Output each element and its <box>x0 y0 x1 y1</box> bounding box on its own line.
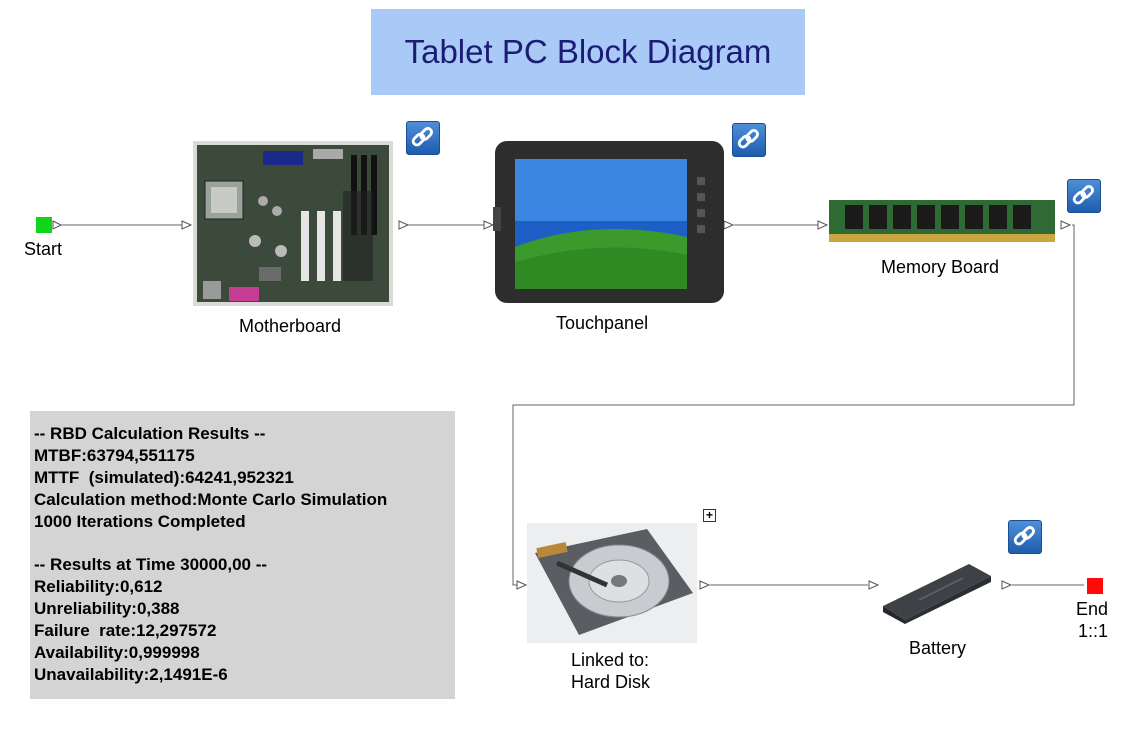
touchpanel-label: Touchpanel <box>556 313 649 333</box>
port-battery-in <box>868 580 880 590</box>
port-touchpanel-in <box>483 220 495 230</box>
link-icon[interactable] <box>1067 179 1101 213</box>
rbd-results-panel: -- RBD Calculation Results -- MTBF:63794… <box>30 411 455 699</box>
results-method: Calculation method:Monte Carlo Simulatio… <box>34 490 388 509</box>
results-iterations: 1000 Iterations Completed <box>34 512 246 531</box>
memory-board-image[interactable] <box>829 196 1055 246</box>
memory-board-label: Memory Board <box>881 257 1000 277</box>
port-motherboard-in <box>181 220 193 230</box>
port-battery-out <box>1001 580 1013 590</box>
link-icon[interactable] <box>732 123 766 157</box>
results-spacer <box>34 533 455 554</box>
results-mttf: MTTF (simulated):64241,952321 <box>34 468 294 487</box>
port-motherboard-out <box>398 220 410 230</box>
end-label: End <box>1076 599 1109 619</box>
hard-disk-label-line1: Linked to: <box>571 650 650 670</box>
link-icon[interactable] <box>1008 520 1042 554</box>
results-header: -- RBD Calculation Results -- <box>34 424 266 443</box>
battery-label: Battery <box>909 638 967 658</box>
end-node[interactable] <box>1087 578 1103 594</box>
diagram-title: Tablet PC Block Diagram <box>404 33 772 70</box>
results-unreliability: Unreliability:0,388 <box>34 599 180 618</box>
title-box: Tablet PC Block Diagram <box>371 9 805 95</box>
chain-link-icon <box>1072 185 1094 205</box>
connector-memory-harddisk <box>512 224 1075 586</box>
link-icon[interactable] <box>406 121 440 155</box>
results-mtbf: MTBF:63794,551175 <box>34 446 195 465</box>
hard-disk-label-line2: Hard Disk <box>571 672 651 692</box>
end-sub-label: 1::1 <box>1078 621 1109 641</box>
results-failure-rate: Failure rate:12,297572 <box>34 621 217 640</box>
port-start-out <box>52 220 63 230</box>
chain-link-icon <box>737 129 759 149</box>
battery-image[interactable] <box>879 562 993 624</box>
chain-link-icon <box>411 127 433 147</box>
results-availability: Availability:0,999998 <box>34 643 200 662</box>
motherboard-label: Motherboard <box>239 316 342 336</box>
expand-button[interactable]: + <box>703 509 716 522</box>
port-harddisk-in <box>516 580 528 590</box>
results-time-header: -- Results at Time 30000,00 -- <box>34 555 268 574</box>
port-memory-out <box>1060 220 1072 230</box>
port-memory-in <box>817 220 829 230</box>
touchpanel-image[interactable] <box>493 137 726 307</box>
start-label: Start <box>24 239 63 259</box>
motherboard-image[interactable] <box>193 141 393 306</box>
chain-link-icon <box>1013 526 1035 546</box>
results-reliability: Reliability:0,612 <box>34 577 163 596</box>
port-harddisk-out <box>699 580 711 590</box>
start-node[interactable] <box>36 217 52 233</box>
hard-disk-image[interactable] <box>527 523 697 643</box>
results-unavailability: Unavailability:2,1491E-6 <box>34 665 228 684</box>
